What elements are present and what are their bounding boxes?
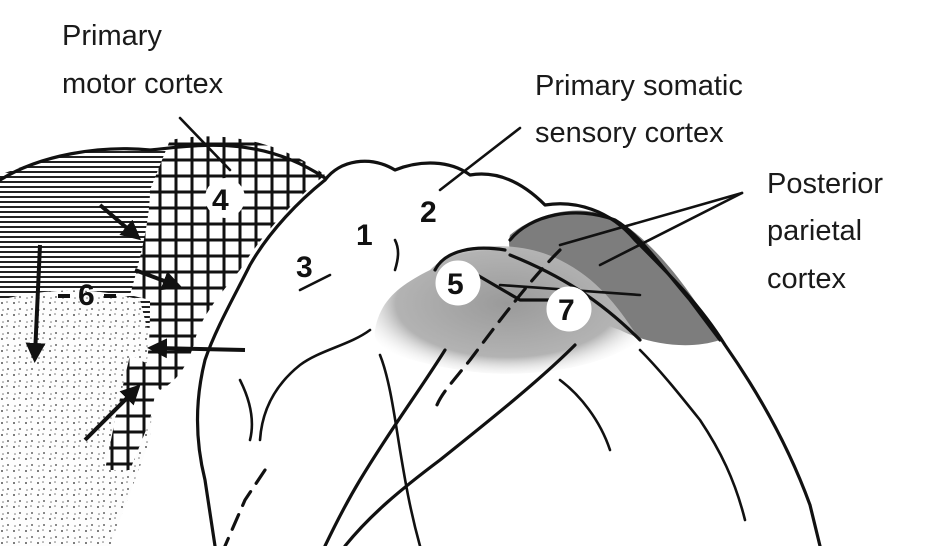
posterior-parietal-label-line2: parietal [767,215,862,247]
area-3-label: 3 [296,251,313,284]
posterior-parietal-label-line3: cortex [767,263,846,295]
area-1-label: 1 [356,219,373,252]
primary-somatic-label-line1: Primary somatic [535,70,743,102]
primary-motor-label-line2: motor cortex [62,68,224,100]
area-2-label: 2 [420,196,437,229]
area-7-label: 7 [558,294,575,327]
area-5-label: 5 [447,268,464,301]
primary-somatic-label-line2: sensory cortex [535,117,724,149]
primary-motor-label-line1: Primary [62,20,162,52]
posterior-parietal-label-line1: Posterior [767,168,883,200]
arrow-left [155,348,245,350]
area-4-label: 4 [212,184,229,217]
area-6-label: 6 [78,279,95,312]
